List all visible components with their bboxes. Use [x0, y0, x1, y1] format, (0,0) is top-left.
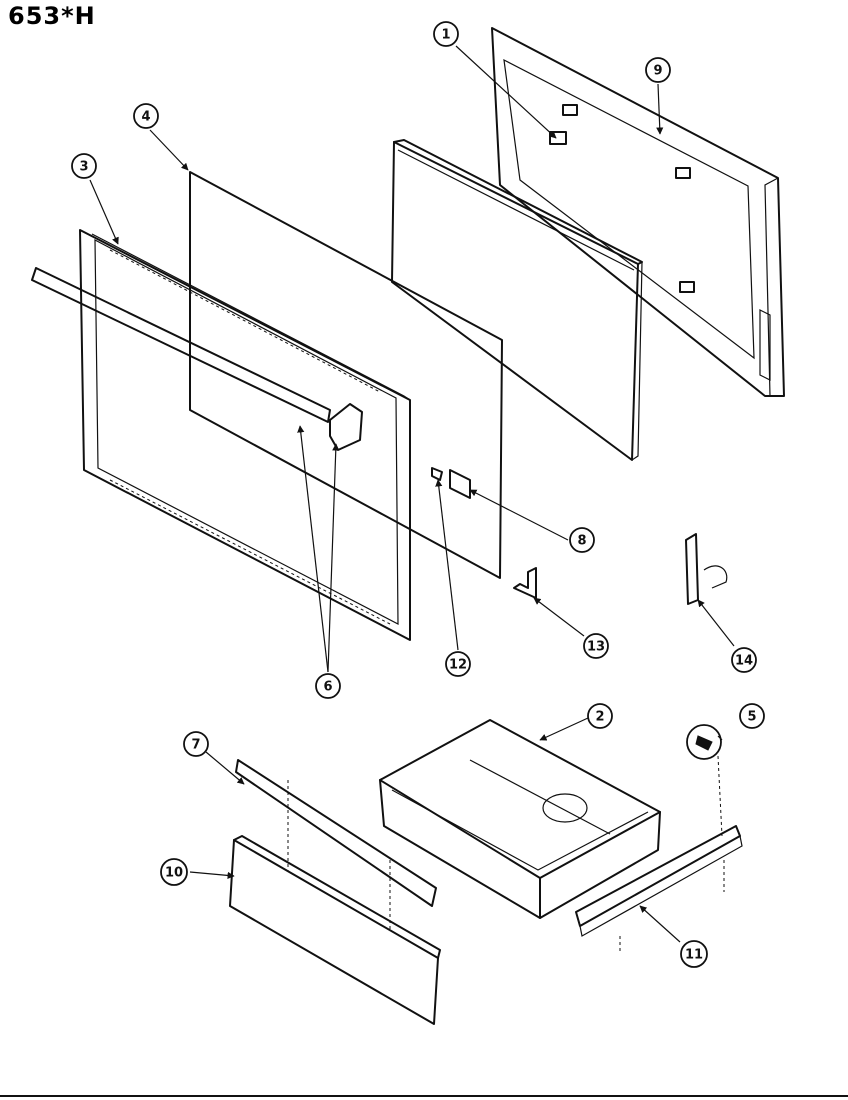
- callout-10: 10: [160, 858, 188, 886]
- door-handle: [31, 267, 363, 451]
- callout-5: 5: [739, 703, 765, 729]
- callout-6: 6: [315, 673, 341, 699]
- callout-14: 14: [731, 647, 757, 673]
- svg-text:3: 3: [79, 160, 88, 175]
- drawer-slide-rail: [575, 825, 743, 952]
- svg-text:7: 7: [191, 738, 200, 753]
- svg-text:1: 1: [441, 28, 450, 43]
- svg-text:6: 6: [323, 680, 332, 695]
- svg-text:11: 11: [685, 948, 703, 963]
- leader-lines: [89, 45, 735, 943]
- svg-text:4: 4: [141, 110, 150, 125]
- svg-text:9: 9: [653, 64, 662, 79]
- svg-text:2: 2: [595, 710, 604, 725]
- svg-text:10: 10: [165, 866, 183, 881]
- callout-3: 3: [71, 153, 97, 179]
- svg-text:5: 5: [747, 710, 756, 725]
- svg-text:8: 8: [577, 534, 586, 549]
- svg-text:12: 12: [449, 658, 467, 673]
- model-title: 653*H: [8, 2, 96, 30]
- screw-bag: [686, 724, 723, 837]
- callout-9: 9: [645, 57, 671, 83]
- callout-8: 8: [569, 527, 595, 553]
- inner-door-panel: [491, 27, 785, 397]
- svg-text:14: 14: [735, 654, 753, 669]
- screw-12: [431, 467, 443, 481]
- door-hinge: [685, 533, 728, 605]
- callout-4: 4: [133, 103, 159, 129]
- drawer-tray: [379, 719, 661, 919]
- callout-1: 1: [433, 21, 459, 47]
- rating-plate: [449, 469, 471, 499]
- callout-13: 13: [583, 633, 609, 659]
- svg-text:13: 13: [587, 640, 605, 655]
- callout-11: 11: [680, 940, 708, 968]
- drawer-front-panel: [229, 835, 441, 1025]
- bracket-13: [513, 567, 537, 599]
- outer-door-frame: [79, 229, 411, 641]
- callout-2: 2: [587, 703, 613, 729]
- door-insulation-pack: [391, 139, 643, 461]
- callout-12: 12: [445, 651, 471, 677]
- callout-7: 7: [183, 731, 209, 757]
- door-glass: [189, 171, 503, 579]
- drawer-front-bracket: [235, 759, 437, 932]
